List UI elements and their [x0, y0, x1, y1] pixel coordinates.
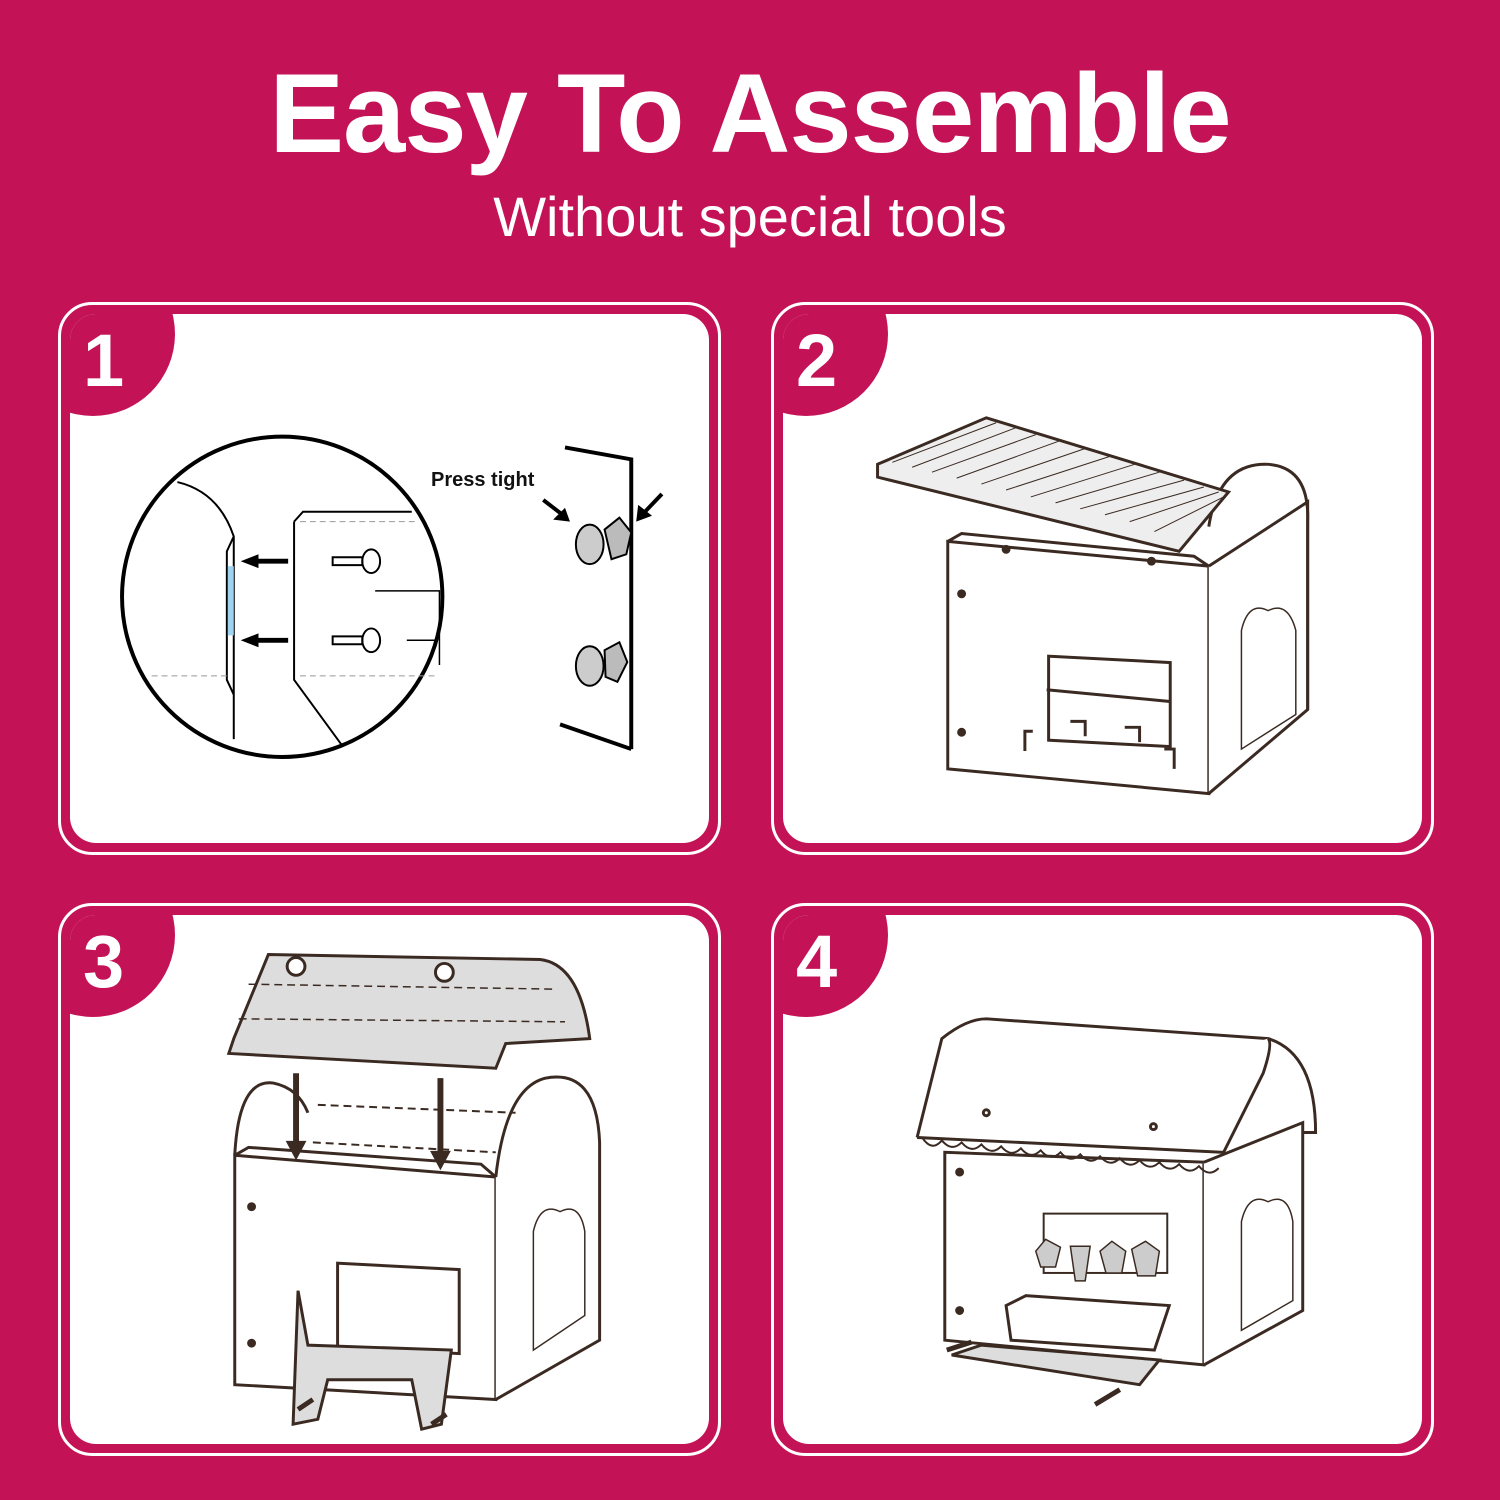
- step-card: 1 Press tight: [70, 314, 709, 843]
- step-2-illustration: [876, 416, 1310, 796]
- step-badge: 1: [70, 314, 175, 416]
- press-tight-label: Press tight: [431, 469, 535, 491]
- step-panel-4: 4: [771, 903, 1434, 1456]
- step-number: 1: [83, 319, 125, 402]
- step-card: 4: [783, 915, 1422, 1444]
- step-card: 2: [783, 314, 1422, 843]
- step-panel-1: 1 Press tight: [58, 302, 721, 855]
- step-4-illustration: [915, 1017, 1318, 1407]
- step-card: 3: [70, 915, 709, 1444]
- step-panel-2: 2: [771, 302, 1434, 855]
- page-subtitle: Without special tools: [493, 185, 1007, 248]
- step-3-illustration: [226, 953, 602, 1431]
- step-number: 3: [83, 920, 125, 1003]
- step-panel-3: 3: [58, 903, 721, 1456]
- step-number: 4: [796, 920, 838, 1003]
- step-1-illustration: [120, 434, 664, 759]
- step-number: 2: [796, 319, 838, 402]
- page-title: Easy To Assemble: [269, 51, 1231, 176]
